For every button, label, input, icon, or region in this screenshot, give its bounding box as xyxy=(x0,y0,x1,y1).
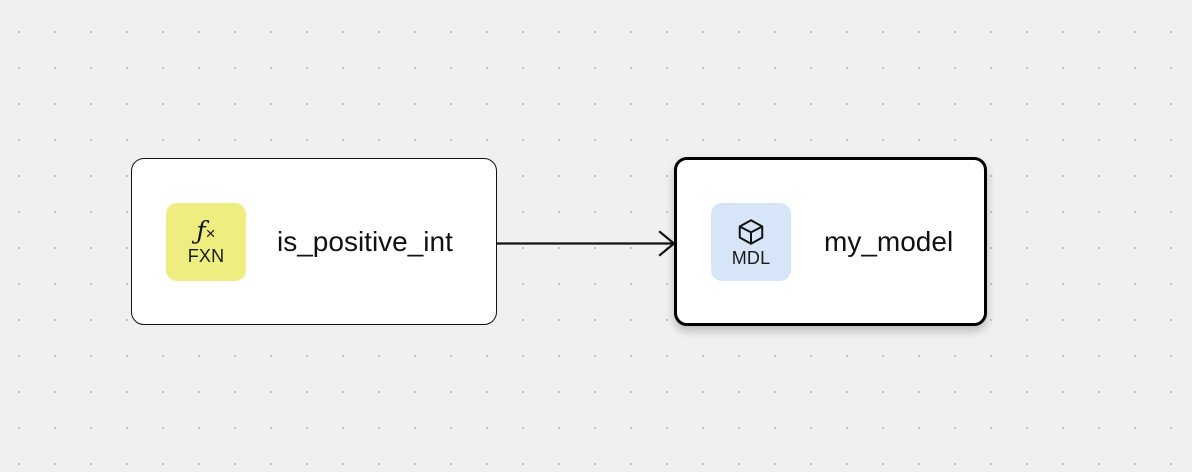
node-badge-mdl: MDL xyxy=(711,202,791,281)
node-is-positive-int[interactable]: ƒ× FXN is_positive_int xyxy=(131,158,497,325)
function-glyph-x: × xyxy=(205,224,216,243)
node-my-model[interactable]: MDL my_model xyxy=(674,157,987,326)
node-title-my-model: my_model xyxy=(824,225,954,257)
cube-icon xyxy=(738,218,764,245)
node-badge-label-fxn: FXN xyxy=(187,246,225,266)
function-glyph-f: ƒ xyxy=(196,216,206,245)
node-badge-label-mdl: MDL xyxy=(731,247,771,268)
node-title-is-positive-int: is_positive_int xyxy=(277,225,453,257)
edge-arrowhead-icon xyxy=(658,230,676,257)
node-badge-fxn: ƒ× FXN xyxy=(166,202,246,281)
function-glyph-icon: ƒ× xyxy=(196,218,215,243)
